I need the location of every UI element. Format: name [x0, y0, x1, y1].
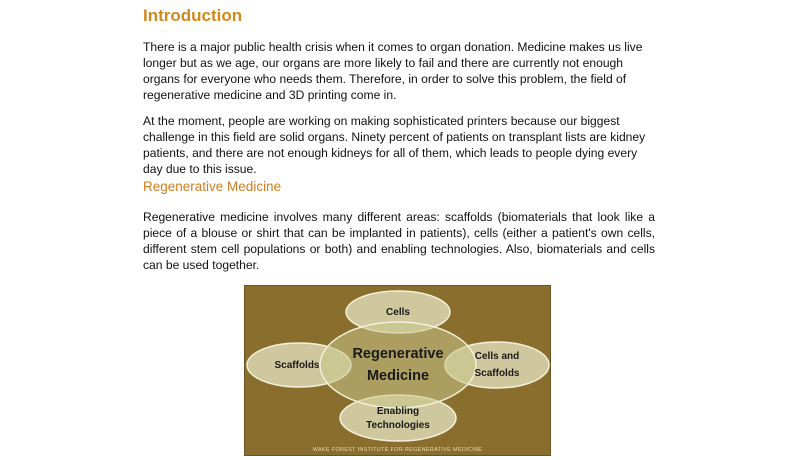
diagram-credit: WAKE FOREST INSTITUTE FOR REGENERATIVE M…: [312, 447, 483, 453]
scaffolds-label: Scaffolds: [274, 360, 319, 371]
enabling-technologies-label-line1: Enabling: [377, 406, 419, 417]
cells-and-scaffolds-label-line1: Cells and: [475, 351, 519, 362]
introduction-heading: Introduction: [143, 6, 243, 25]
intro-paragraph-1: There is a major public health crisis wh…: [143, 40, 643, 102]
intro-paragraph-2: At the moment, people are working on mak…: [143, 114, 646, 176]
regenerative-medicine-diagram: Regenerative Medicine Cells Scaffolds Ce…: [244, 285, 551, 456]
enabling-technologies-label-line2: Technologies: [366, 420, 430, 431]
center-ellipse: [319, 321, 477, 409]
cells-label: Cells: [386, 307, 410, 318]
center-label-line2: Medicine: [367, 368, 429, 384]
cells-and-scaffolds-label-line2: Scaffolds: [474, 368, 519, 379]
regen-paragraph: Regenerative medicine involves many diff…: [143, 210, 655, 272]
center-label-line1: Regenerative: [352, 346, 443, 362]
regenerative-medicine-heading: Regenerative Medicine: [143, 179, 282, 194]
diagram-svg: Regenerative Medicine Cells Scaffolds Ce…: [246, 290, 550, 442]
